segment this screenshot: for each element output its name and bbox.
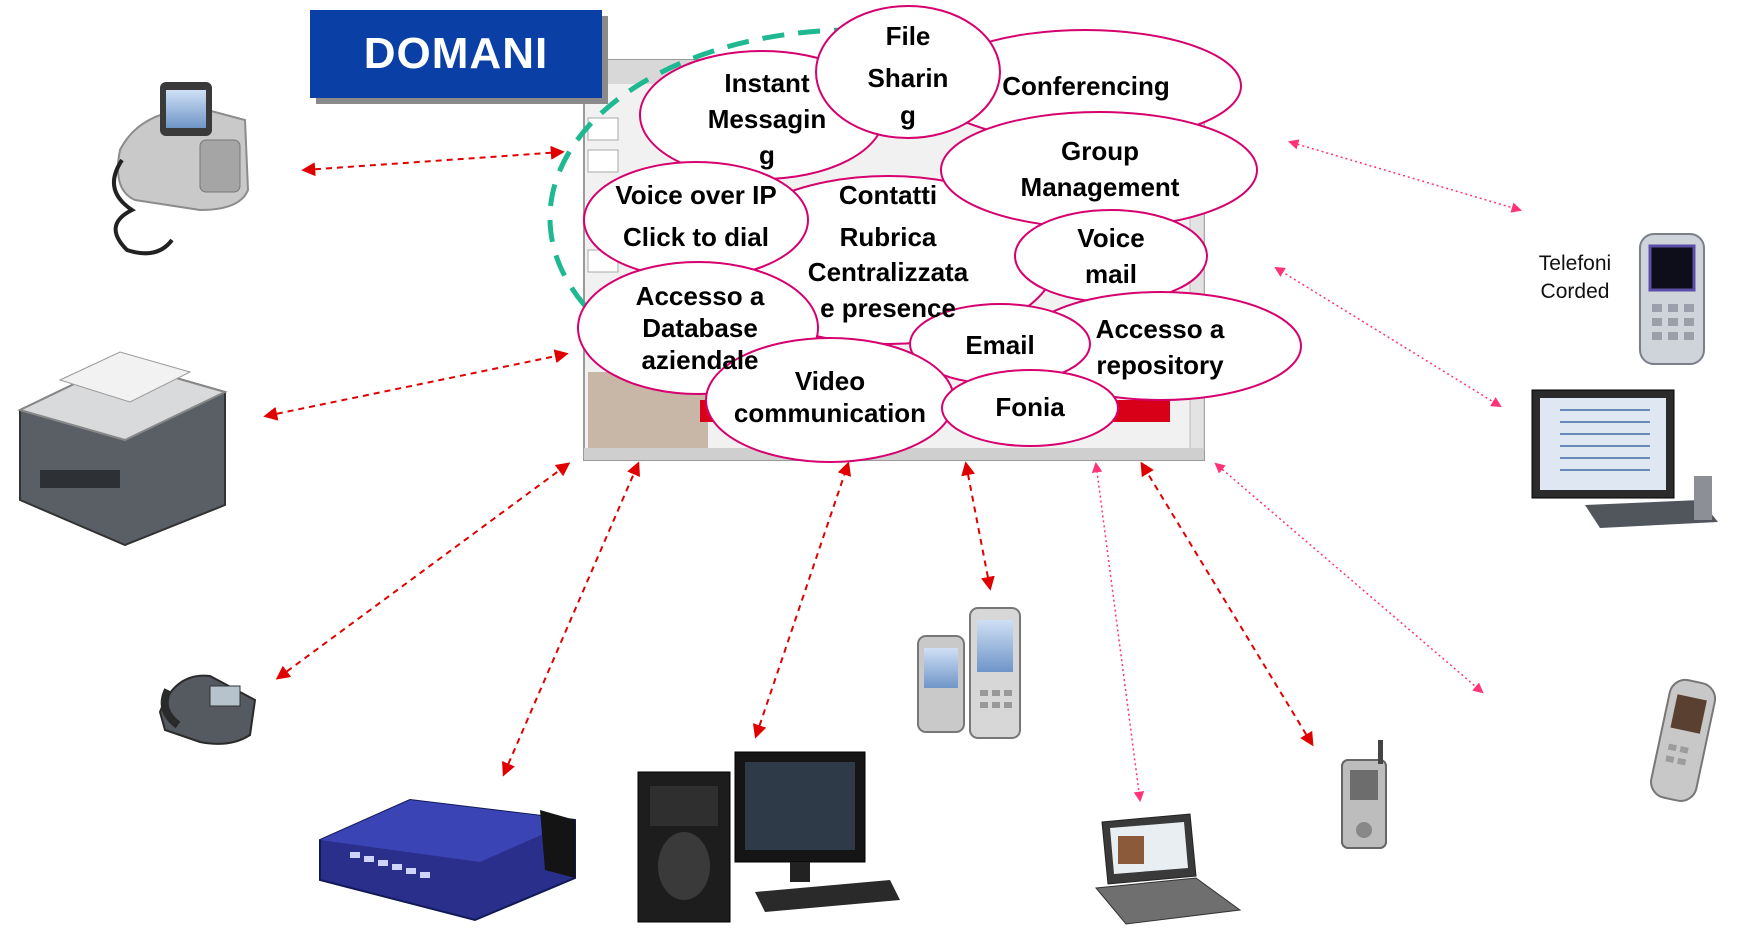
arrow-cordless: [1287, 139, 1523, 213]
caption-line-2: Corded: [1540, 280, 1610, 303]
label-file-sharing-2: Sharin: [868, 63, 949, 93]
label-video-communication-1: Video: [795, 366, 865, 396]
label-accesso-repository-1: Accesso a: [1096, 314, 1225, 344]
arrow-flip-phone: [1140, 461, 1314, 747]
label-video-communication-2: communication: [734, 398, 926, 428]
title-text: DOMANI: [363, 29, 549, 78]
label-contatti-1: Contatti: [839, 180, 937, 210]
flip-phone-icon: [1341, 740, 1387, 849]
label-voice-over-ip-1: Voice over IP: [615, 180, 776, 210]
arrow-monitor: [1274, 266, 1502, 408]
label-instant-messaging-1: Instant: [724, 68, 810, 98]
arrow-ip-phone: [275, 462, 571, 680]
label-accesso-database-1: Accesso a: [636, 281, 765, 311]
arrow-mobile-phone: [1214, 462, 1484, 694]
cell-phones-icon: [917, 607, 1021, 739]
label-fonia: Fonia: [995, 392, 1065, 422]
label-email: Email: [965, 330, 1034, 360]
service-bubbles: [577, 5, 1302, 463]
caption-line-1: Telefoni: [1538, 252, 1612, 275]
bubble-fonia: [941, 369, 1119, 447]
arrow-laptop: [1091, 461, 1145, 803]
label-contatti-4: e presence: [820, 293, 956, 323]
arrow-printer: [263, 349, 569, 421]
label-group-management-1: Group: [1061, 136, 1139, 166]
label-conferencing: Conferencing: [1002, 71, 1170, 101]
multifunction-printer-icon: [17, 351, 228, 547]
label-file-sharing-1: File: [886, 21, 931, 51]
label-voice-over-ip-2: Click to dial: [623, 222, 769, 252]
cordless-phone-icon: [1639, 233, 1705, 365]
label-contatti-2: Rubrica: [840, 222, 937, 252]
laptop-icon: [1095, 813, 1242, 925]
label-contatti-3: Centralizzata: [808, 257, 969, 287]
bubble-file-sharing: [815, 5, 1001, 139]
arrow-videophone: [301, 145, 565, 177]
network-router-icon: [319, 798, 576, 922]
label-instant-messaging-3: g: [759, 140, 775, 170]
connection-arrows: [263, 139, 1523, 803]
device-caption: Telefoni Corded: [1500, 250, 1650, 306]
label-accesso-database-3: aziendale: [641, 345, 758, 375]
label-voice-mail-1: Voice: [1077, 223, 1144, 253]
label-file-sharing-3: g: [900, 100, 916, 130]
tv-monitor-icon: [1531, 389, 1718, 528]
label-instant-messaging-2: Messagin: [708, 104, 827, 134]
title-banner: DOMANI: [310, 10, 602, 98]
mobile-phone-icon: [1650, 678, 1717, 802]
desktop-computer-icon: [637, 751, 900, 923]
ip-desk-phone-icon: [158, 674, 257, 745]
label-group-management-2: Management: [1021, 172, 1180, 202]
label-accesso-repository-2: repository: [1096, 350, 1224, 380]
arrow-cellphones: [961, 461, 995, 591]
desk-videophone-icon: [112, 82, 250, 256]
arrow-desktop: [752, 461, 852, 739]
arrow-router: [502, 461, 640, 777]
label-voice-mail-2: mail: [1085, 259, 1137, 289]
label-accesso-database-2: Database: [642, 313, 758, 343]
